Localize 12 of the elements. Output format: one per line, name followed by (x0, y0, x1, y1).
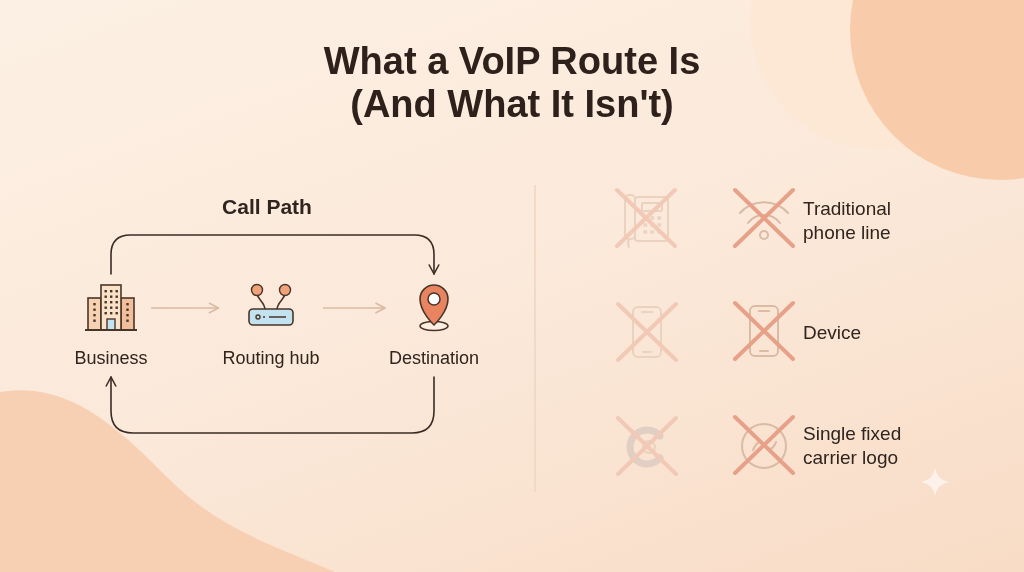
arrow (105, 376, 435, 434)
section-heading: Call Path (221, 194, 313, 219)
crossed-out-item-text: Traditional phone line (803, 197, 892, 245)
arrow (322, 302, 386, 314)
crossed-out-item-text: Single fixed carrier logo (803, 422, 903, 470)
arrow (150, 302, 220, 314)
diagram-title: What a VoIP Route Is (And What It Isn't) (322, 40, 702, 126)
node-label: Business (74, 347, 148, 369)
node-label: Destination (388, 347, 480, 369)
crossed-out-item-text: Device (803, 321, 863, 345)
arrow (110, 234, 440, 275)
node-label: Routing hub (222, 347, 320, 369)
